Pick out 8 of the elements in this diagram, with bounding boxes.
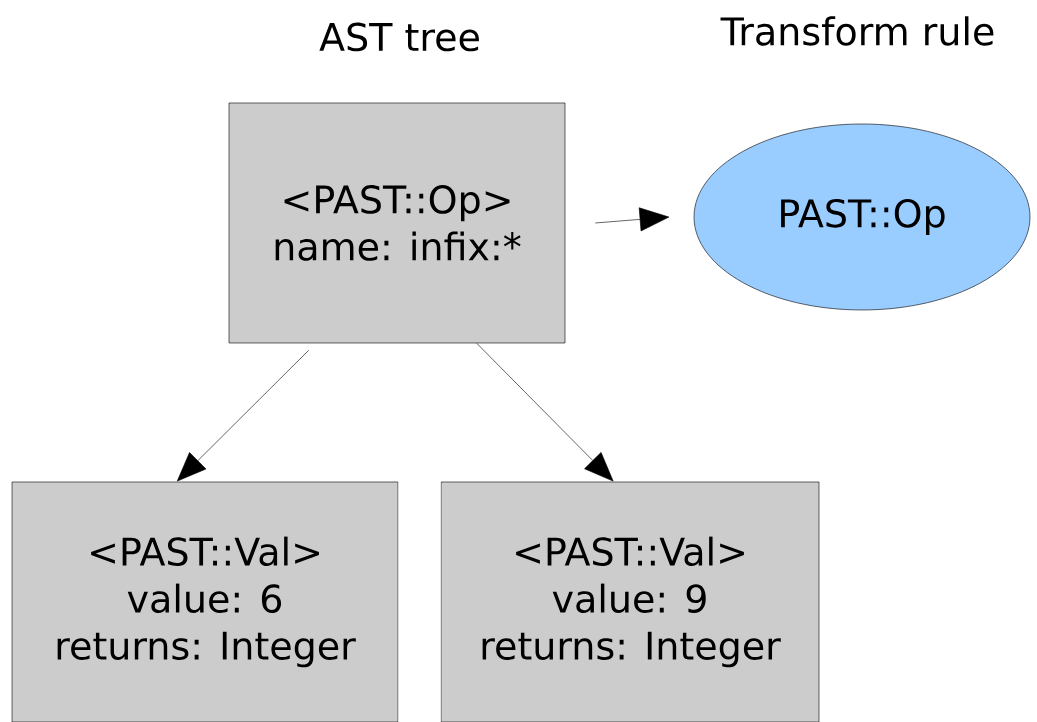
node-box: <PAST::Val> value: 6 returns: Integer <box>11 481 399 722</box>
arrow <box>177 350 309 482</box>
arrow <box>595 207 670 232</box>
arrow <box>476 343 614 482</box>
node-box: <PAST::Val> value: 9 returns: Integer <box>440 481 820 722</box>
heading: Transform rule <box>720 16 994 46</box>
heading: AST tree <box>319 22 479 52</box>
node-box: <PAST::Op> name: infix:* <box>228 102 566 344</box>
